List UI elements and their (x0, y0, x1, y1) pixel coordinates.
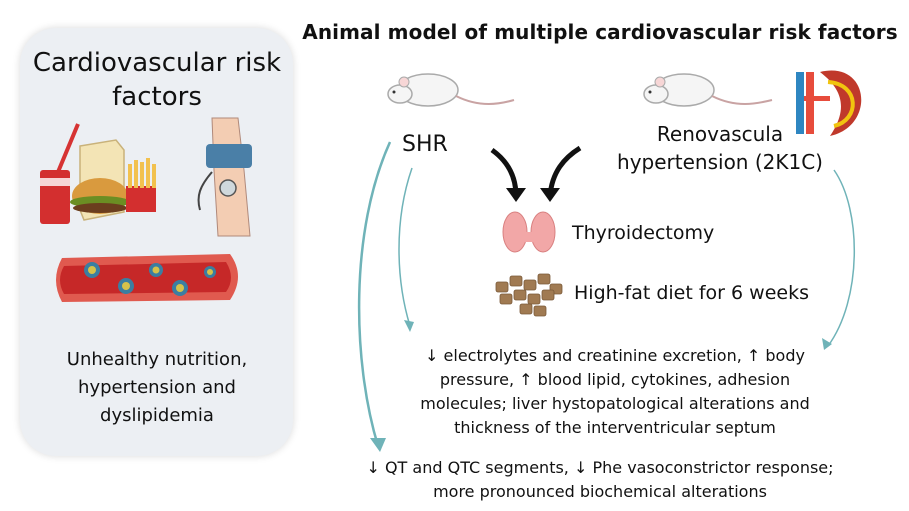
shr-result-line1: ↓ QT and QTC segments, ↓ Phe vasoconstri… (366, 458, 834, 477)
risk-caption-line1: Unhealthy nutrition, (66, 349, 248, 370)
risk-caption-line2: hypertension and (78, 377, 236, 398)
diet-label: High-fat diet for 6 weeks (574, 282, 809, 304)
thyroid-icon (502, 211, 556, 253)
main-title: Animal model of multiple cardiovascular … (302, 20, 898, 44)
risk-factors-panel (20, 28, 293, 456)
risk-panel-title: Cardiovascular risk factors (0, 46, 314, 114)
fast-food-icon (40, 123, 156, 224)
shr-results: ↓ QT and QTC segments, ↓ Phe vasoconstri… (350, 456, 850, 504)
teal-flow-arrows (398, 167, 856, 350)
risk-title-line2: factors (112, 82, 202, 112)
food-pellets-icon (495, 273, 563, 317)
shr-label: SHR (402, 132, 448, 157)
renovascular-line1: Renovascula (656, 122, 784, 146)
converging-arrows (490, 145, 582, 202)
rat-shr-icon (387, 73, 515, 107)
shr-result-line2: more pronounced biochemical alterations (433, 482, 767, 501)
thyroidectomy-label: Thyroidectomy (572, 222, 715, 244)
clogged-artery-icon (56, 254, 238, 302)
result-line3: molecules; liver hystopatological altera… (420, 394, 810, 413)
kidney-icon (796, 70, 862, 136)
renovascular-label: Renovascula hypertension (2K1C) (600, 120, 840, 176)
risk-caption-line3: dyslipidemia (100, 405, 214, 426)
blood-pressure-arm-icon (197, 117, 252, 237)
shr-long-arrow (357, 141, 392, 452)
rat-2k1c-icon (643, 73, 773, 107)
result-line4: thickness of the interventricular septum (454, 418, 776, 437)
main-results: ↓ electrolytes and creatinine excretion,… (390, 344, 840, 440)
renovascular-line2: hypertension (2K1C) (617, 150, 823, 174)
risk-panel-caption: Unhealthy nutrition, hypertension and dy… (0, 346, 314, 430)
risk-title-line1: Cardiovascular risk (32, 48, 282, 78)
result-line2: pressure, ↑ blood lipid, cytokines, adhe… (439, 370, 791, 389)
result-line1: ↓ electrolytes and creatinine excretion,… (425, 346, 805, 365)
